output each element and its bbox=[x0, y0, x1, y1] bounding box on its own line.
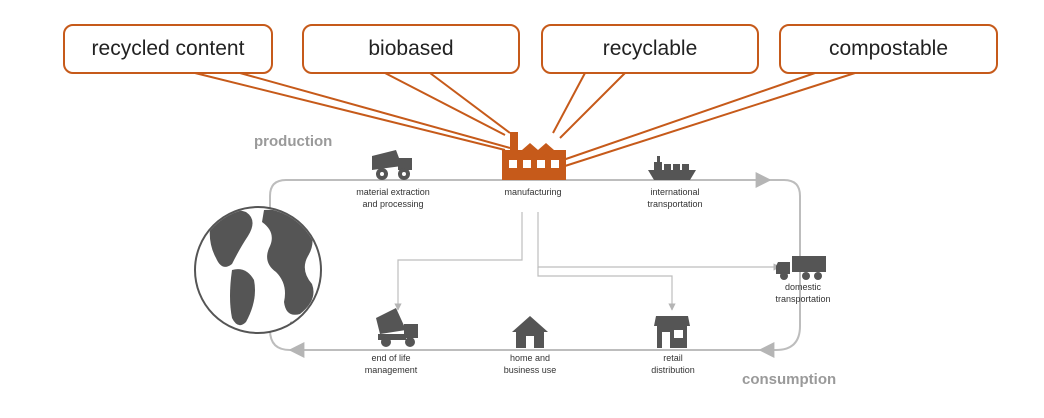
node-manufacturing-label: manufacturing bbox=[504, 187, 562, 197]
section-consumption: consumption bbox=[742, 371, 837, 388]
waste-truck-icon bbox=[376, 308, 418, 347]
pointer-recyclable-2 bbox=[559, 72, 626, 139]
node-retail-label: retail distribution bbox=[651, 353, 695, 375]
node-extraction-label: material extraction and processing bbox=[356, 187, 430, 209]
branch-to-retail bbox=[537, 267, 676, 311]
pointer-recycled-content-2 bbox=[239, 72, 511, 149]
dump-truck-icon bbox=[372, 150, 412, 180]
globe-icon bbox=[194, 206, 322, 334]
cargo-ship-icon bbox=[648, 156, 696, 180]
pointer-compostable-2 bbox=[564, 72, 856, 167]
callout-biobased: biobased bbox=[302, 24, 520, 74]
semi-truck-icon bbox=[776, 256, 826, 280]
callout-recycled-content: recycled content bbox=[63, 24, 273, 74]
callout-pointers bbox=[194, 72, 856, 167]
pointer-recycled-content bbox=[194, 72, 506, 151]
node-home-label: home and business use bbox=[503, 353, 557, 375]
branch-to-domestic bbox=[537, 212, 781, 271]
callout-recyclable: recyclable bbox=[541, 24, 759, 74]
pointer-biobased-2 bbox=[429, 72, 511, 134]
pointer-recyclable bbox=[552, 72, 586, 134]
factory-icon bbox=[502, 132, 566, 180]
node-end-of-life-label: end of life management bbox=[364, 353, 418, 375]
flow-globe-to-production bbox=[269, 179, 301, 262]
node-international-label: international transportation bbox=[647, 187, 703, 209]
pointer-biobased bbox=[384, 72, 506, 136]
house-icon bbox=[512, 316, 548, 348]
branch-to-end-of-life bbox=[394, 212, 523, 311]
callout-compostable: compostable bbox=[779, 24, 998, 74]
pointer-compostable bbox=[562, 72, 816, 161]
branch-lines bbox=[394, 212, 781, 311]
section-production: production bbox=[254, 133, 333, 150]
store-icon bbox=[654, 316, 690, 348]
node-domestic-label: domestic transportation bbox=[775, 282, 831, 304]
